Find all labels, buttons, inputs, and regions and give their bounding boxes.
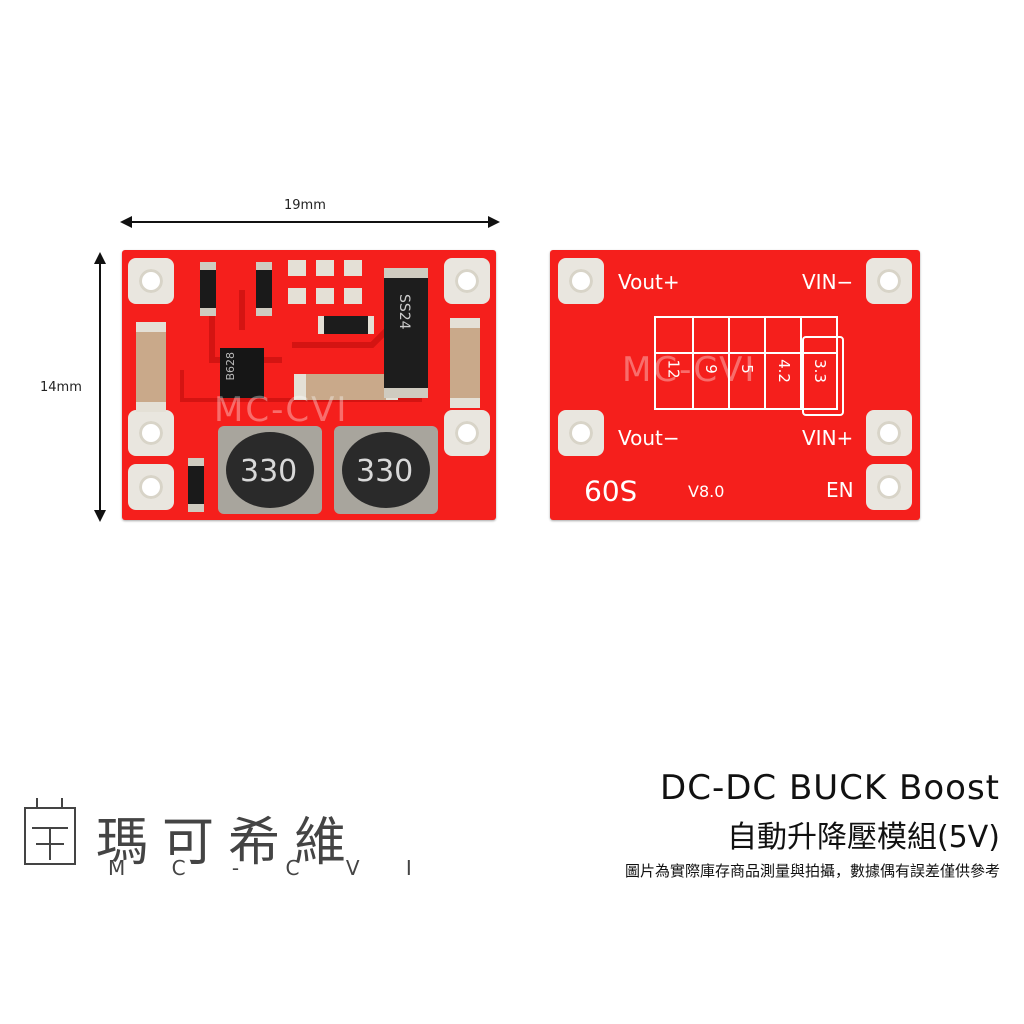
mounting-hole: [877, 475, 901, 499]
smd-capacitor-small: [318, 316, 374, 334]
width-label: 19mm: [284, 198, 326, 213]
mounting-pad: [558, 410, 604, 456]
mounting-pad: [128, 258, 174, 304]
pin-label-vout-plus: Vout+: [618, 270, 680, 294]
mounting-pad: [866, 258, 912, 304]
ceramic-capacitor: [450, 318, 480, 408]
model-label: S09: [584, 474, 638, 507]
diode-label: SS24: [396, 294, 412, 330]
smd-resistor: [188, 458, 204, 512]
ic-label: B628: [224, 352, 237, 381]
watermark: MC-CVI: [622, 350, 757, 390]
pin-label-en: EN: [826, 478, 854, 502]
inductor-label: 330: [356, 454, 414, 489]
height-label: 14mm: [40, 380, 82, 395]
watermark: MC-CVI: [214, 390, 349, 430]
mounting-pad: [558, 258, 604, 304]
mounting-pad: [444, 258, 490, 304]
mounting-hole: [569, 421, 593, 445]
pcb-back: Vout+ VIN− Vout− VIN+ EN 12 9 5 4.2 3.3 …: [550, 250, 920, 520]
brand-latin: M C - C V I: [108, 856, 432, 880]
mounting-pad: [866, 464, 912, 510]
mounting-pad: [128, 464, 174, 510]
mounting-hole: [877, 421, 901, 445]
smd-resistor: [256, 262, 272, 316]
mounting-hole: [455, 421, 479, 445]
height-dimension-arrow: [94, 252, 106, 522]
mounting-pad: [128, 410, 174, 456]
voltage-jumper-grid: 12 9 5 4.2 3.3: [654, 316, 838, 410]
mounting-hole: [569, 269, 593, 293]
pin-label-vin-minus: VIN−: [802, 270, 854, 294]
mounting-pad: [866, 410, 912, 456]
pcb-front: B628 SS24 330 330 MC-CVI: [122, 250, 496, 520]
smd-resistor: [200, 262, 216, 316]
mounting-hole: [139, 421, 163, 445]
mounting-hole: [139, 269, 163, 293]
smd-pad-grid: [288, 260, 368, 310]
inductor: 330: [218, 426, 322, 514]
brand-name: 瑪可希維: [96, 813, 361, 873]
ceramic-capacitor: [294, 374, 398, 400]
mounting-hole: [455, 269, 479, 293]
pin-label-vin-plus: VIN+: [802, 426, 854, 450]
selected-jumper-outline: [802, 336, 844, 416]
mounting-hole: [877, 269, 901, 293]
product-title-en: DC-DC BUCK Boost: [660, 768, 1000, 808]
ceramic-capacitor: [136, 322, 166, 412]
product-title-zh: 自動升降壓模組(5V): [726, 820, 1000, 855]
version-label: V8.0: [688, 482, 725, 501]
width-dimension-arrow: [120, 216, 500, 228]
mounting-pad: [444, 410, 490, 456]
brand-logo-icon: [24, 798, 76, 865]
ic-chip: B628: [220, 348, 264, 398]
inductor-label: 330: [240, 454, 298, 489]
voltage-option: 4.2: [774, 359, 793, 383]
diode: SS24: [384, 268, 428, 398]
inductor: 330: [334, 426, 438, 514]
product-note: 圖片為實際庫存商品測量與拍攝，數據偶有誤差僅供參考: [624, 862, 1000, 880]
mounting-hole: [139, 475, 163, 499]
pin-label-vout-minus: Vout−: [618, 426, 680, 450]
